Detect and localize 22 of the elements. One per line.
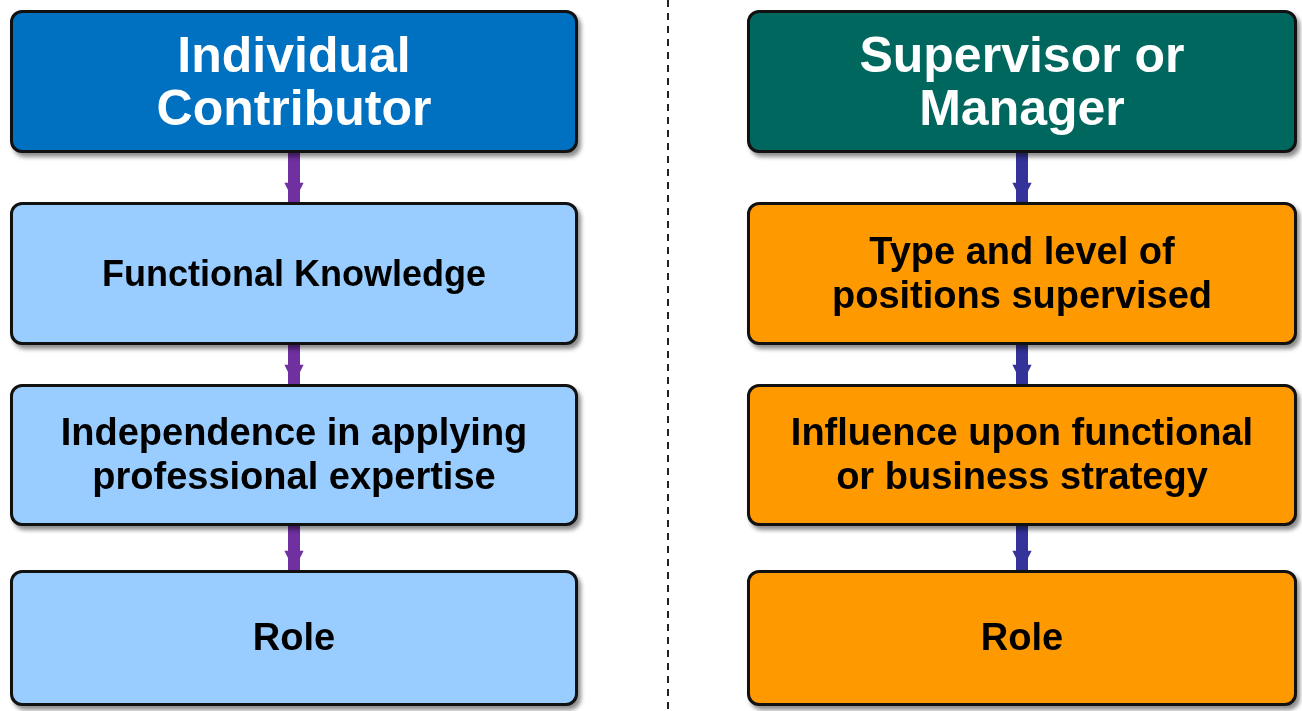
step-box [747, 384, 1297, 526]
step-text: Influence upon functional or business strategy [789, 411, 1255, 499]
arrow [284, 526, 304, 570]
step-box [747, 202, 1297, 345]
arrow [1012, 526, 1032, 570]
arrow [1012, 345, 1032, 384]
arrow [284, 153, 304, 202]
arrow [1012, 153, 1032, 202]
step-text: Independence in applying professional expertise [59, 411, 529, 499]
step-text: Functional Knowledge [101, 252, 487, 295]
header-box [747, 10, 1297, 153]
step-text: Type and level of positions supervised [830, 229, 1214, 318]
step-box [747, 570, 1297, 706]
header-box [10, 10, 578, 153]
step-text: Role [251, 616, 337, 660]
step-text: Role [979, 616, 1065, 660]
step-box [10, 384, 578, 526]
header-text: Individual Contributor [155, 29, 433, 134]
arrow [284, 345, 304, 384]
step-box [10, 570, 578, 706]
header-text: Supervisor or Manager [858, 29, 1186, 134]
step-box [10, 202, 578, 345]
